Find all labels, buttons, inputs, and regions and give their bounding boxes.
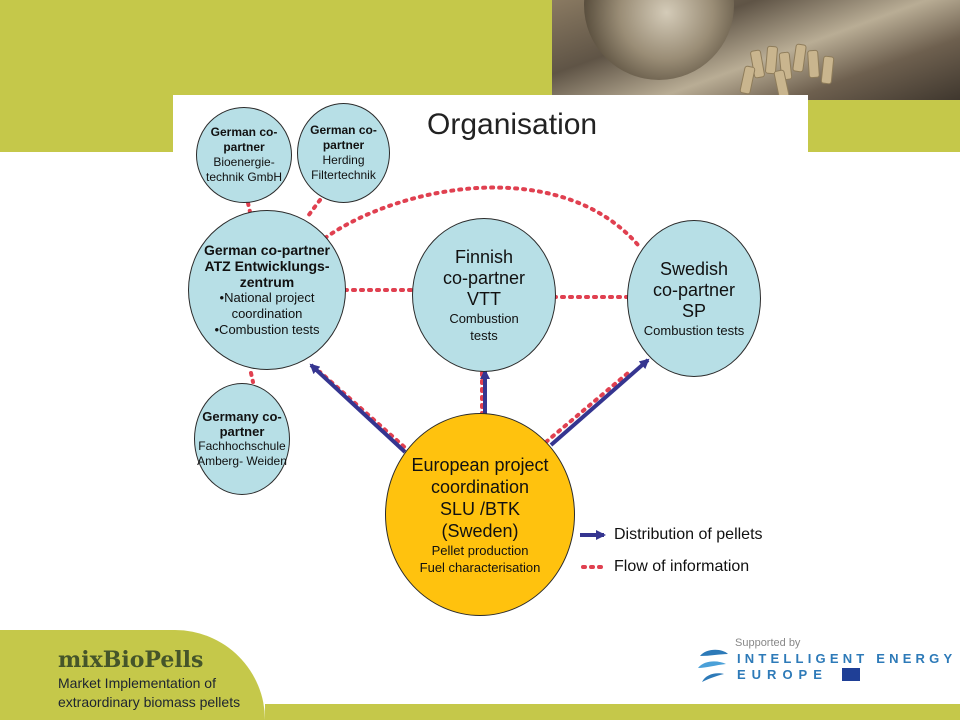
node-heading: German co-partner	[203, 242, 331, 258]
node-line: Bioenergie-	[213, 155, 275, 169]
node-line: Herding	[322, 153, 365, 167]
node-line: SP	[681, 300, 706, 321]
node-line: Combustion	[449, 310, 519, 326]
node-line: Finnish	[454, 246, 514, 267]
node-finnish-vtt: Finnish co-partner VTT Combustion tests	[412, 218, 556, 372]
node-line: tests	[470, 327, 498, 343]
dotted-link-atz-swedish-arc	[323, 185, 640, 247]
node-line: Fachhochschule	[198, 439, 286, 453]
node-line: Fuel characterisation	[419, 559, 541, 575]
node-bullet: coordination	[231, 306, 303, 321]
node-line: co-partner	[652, 279, 736, 300]
footer-strip	[265, 704, 960, 720]
node-line: (Sweden)	[441, 520, 519, 541]
node-line: Pellet production	[431, 542, 529, 558]
pellet-mill-photo	[552, 0, 960, 100]
program-name-line2: EUROPE	[737, 667, 828, 682]
node-atz-entwicklungszentrum: German co-partner ATZ Entwicklungs- zent…	[188, 210, 346, 370]
node-line: SLU /BTK	[439, 498, 521, 519]
node-bullet: •National project	[219, 290, 315, 305]
node-line: VTT	[467, 288, 501, 309]
node-heading: Germany co-	[202, 409, 282, 424]
node-line: technik GmbH	[205, 170, 283, 184]
node-swedish-sp: Swedish co-partner SP Combustion tests	[627, 220, 761, 377]
brand-logo-text: mixBioPells	[58, 647, 204, 673]
node-line: Swedish	[659, 258, 729, 279]
arrow-european-to-swedish	[549, 358, 650, 447]
tagline-line1: Market Implementation of	[58, 675, 216, 691]
supported-by-label: Supported by	[735, 637, 801, 649]
node-bullet: •Combustion tests	[214, 322, 320, 337]
eu-flag-icon	[842, 668, 860, 681]
arrow-european-to-atz	[309, 363, 407, 454]
node-fachhochschule: Germany co- partner Fachhochschule Amber…	[194, 383, 290, 495]
node-subheading: ATZ Entwicklungs-	[204, 258, 330, 274]
dotted-link-european-swedish	[538, 371, 630, 449]
node-heading: partner	[219, 424, 265, 439]
slide-title: Organisation	[427, 108, 598, 141]
node-line: Combustion tests	[643, 322, 745, 338]
node-herding: German co-partner Herding Filtertechnik	[297, 103, 390, 203]
node-line: coordination	[430, 476, 530, 497]
dotted-link-bioenergie-atz	[246, 201, 252, 214]
dotted-link-herding-atz	[306, 198, 322, 218]
program-name-line1: INTELLIGENT ENERGY	[737, 651, 957, 666]
node-heading: German co-partner	[310, 123, 377, 152]
node-line: Amberg- Weiden	[197, 454, 287, 468]
dotted-link-atz-fachhochschule	[249, 371, 255, 384]
node-bioenergietechnik: German co-partner Bioenergie- technik Gm…	[196, 107, 292, 203]
node-line: European project	[411, 454, 549, 475]
node-heading: German co-partner	[210, 125, 278, 154]
node-line: co-partner	[442, 267, 526, 288]
legend-information-label: Flow of information	[614, 558, 750, 575]
tagline-line2: extraordinary biomass pellets	[58, 694, 241, 710]
node-european-coordination: European project coordination SLU /BTK (…	[385, 413, 575, 616]
node-line: Filtertechnik	[311, 168, 376, 182]
footer-band	[0, 630, 265, 720]
node-subheading: zentrum	[239, 274, 295, 290]
legend-distribution-label: Distribution of pellets	[614, 526, 763, 543]
intelligent-energy-logo-icon	[698, 649, 728, 682]
